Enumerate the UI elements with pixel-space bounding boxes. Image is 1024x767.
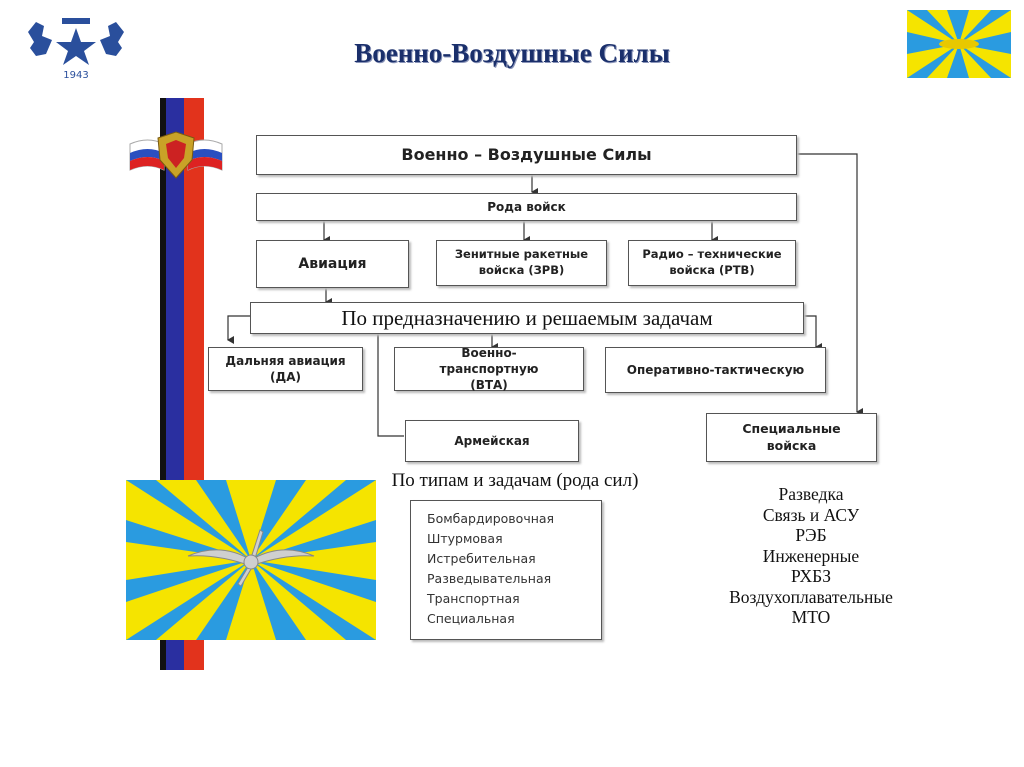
list-item: Инженерные: [762, 545, 860, 566]
list-item: Разведка: [778, 484, 844, 504]
box-anti-aircraft-missile-troops: Зенитные ракетные войска (ЗРВ): [436, 240, 607, 286]
list-item: РХБЗ: [791, 566, 831, 586]
box-long-range-aviation: Дальняя авиация (ДА): [208, 347, 363, 391]
box-aviation: Авиация: [256, 240, 409, 288]
list-item: Штурмовая: [427, 531, 503, 546]
list-item: Истребительная: [427, 551, 536, 566]
box-special-troops: Специальные войска: [706, 413, 877, 462]
air-force-flag-small: [907, 10, 1011, 78]
aviation-types-list: Бомбардировочная Штурмовая Истребительна…: [410, 500, 602, 640]
list-item: Транспортная: [427, 591, 520, 606]
box-radio-technical-troops: Радио – технические войска (РТВ): [628, 240, 796, 286]
box-troop-branches: Рода войск: [256, 193, 797, 221]
box-military-transport-aviation: Военно-транспортную (ВТА): [394, 346, 584, 392]
air-force-flag-large: [126, 480, 376, 640]
box-by-purpose: По предназначению и решаемым задачам: [250, 302, 804, 334]
box-air-force: Военно – Воздушные Силы: [256, 135, 797, 175]
university-logo: 1943: [22, 12, 130, 84]
list-item: РЭБ: [795, 525, 827, 545]
list-item: МТО: [791, 607, 831, 627]
list-item: Связь и АСУ: [762, 504, 860, 525]
logo-year: 1943: [63, 70, 89, 81]
slide-title: Военно-Воздушные Силы: [354, 38, 670, 68]
box-operational-tactical-aviation: Оперативно-тактическую: [605, 347, 826, 393]
special-troops-list: Разведка Связь и АСУ РЭБ Инженерные РХБЗ…: [695, 484, 927, 628]
box-army-aviation: Армейская: [405, 420, 579, 462]
list-item: Специальная: [427, 611, 515, 626]
list-item: Бомбардировочная: [427, 511, 555, 526]
list-item: Воздухоплавательные: [729, 586, 893, 607]
black-edge: [160, 98, 166, 670]
air-force-emblem: [128, 130, 224, 182]
types-label: По типам и задачам (рода сил): [391, 470, 639, 491]
list-item: Разведывательная: [427, 571, 552, 586]
